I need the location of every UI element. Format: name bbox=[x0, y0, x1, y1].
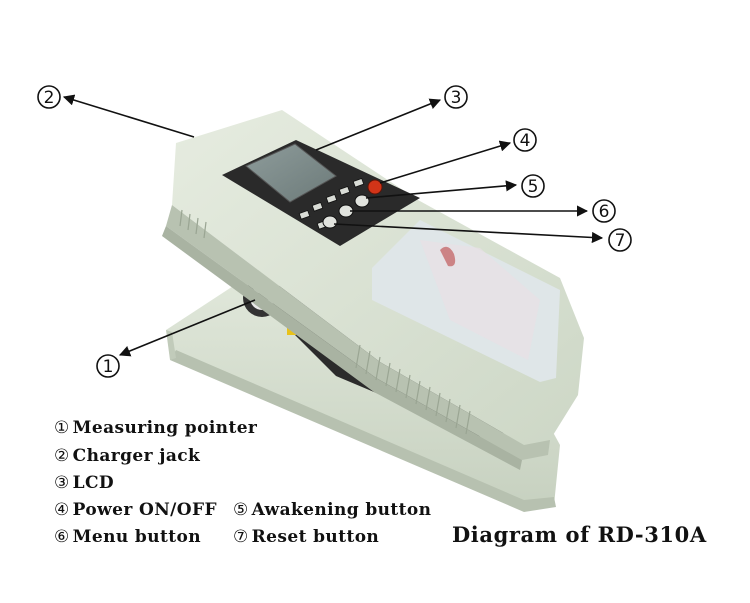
device-body bbox=[162, 110, 584, 470]
svg-text:4: 4 bbox=[520, 131, 531, 151]
svg-text:1: 1 bbox=[103, 357, 114, 377]
leader-line-5 bbox=[365, 180, 518, 199]
legend-label: LCD bbox=[72, 473, 115, 493]
grip-ridges bbox=[179, 209, 471, 435]
legend-label: Charger jack bbox=[72, 446, 201, 466]
legend-number: ⑤ bbox=[233, 500, 249, 520]
leader-line-2 bbox=[62, 94, 195, 138]
legend-number: ④ bbox=[54, 500, 70, 520]
sample-mark bbox=[440, 246, 456, 267]
svg-text:3: 3 bbox=[451, 88, 462, 108]
svg-text:6: 6 bbox=[599, 202, 610, 222]
leader-line-4 bbox=[379, 140, 512, 184]
lcd-screen bbox=[245, 143, 337, 203]
legend-number: ⑥ bbox=[54, 527, 70, 547]
svg-text:2: 2 bbox=[44, 88, 55, 108]
power-button[interactable] bbox=[367, 179, 383, 195]
callout-2: 2 bbox=[37, 85, 61, 109]
awakening-button[interactable] bbox=[354, 194, 370, 208]
callout-7: 7 bbox=[608, 228, 632, 252]
sample-reflection bbox=[420, 240, 540, 360]
legend-label: Power ON/OFF bbox=[72, 500, 217, 520]
legend-label: Measuring pointer bbox=[72, 418, 258, 438]
legend-number: ⑦ bbox=[233, 527, 249, 547]
callout-5: 5 bbox=[521, 174, 545, 198]
legend-number: ③ bbox=[54, 473, 70, 493]
diagram-title: Diagram of RD-310A bbox=[452, 522, 707, 547]
callout-1: 1 bbox=[96, 354, 120, 378]
legend-number: ② bbox=[54, 446, 70, 466]
legend-label: Reset button bbox=[251, 527, 380, 547]
callout-3: 3 bbox=[444, 85, 468, 109]
legend-label: Menu button bbox=[72, 527, 201, 547]
leader-line-3 bbox=[315, 98, 442, 151]
svg-text:7: 7 bbox=[615, 231, 626, 251]
legend-label: Awakening button bbox=[251, 500, 432, 520]
leader-lines bbox=[62, 94, 604, 357]
svg-text:5: 5 bbox=[528, 177, 539, 197]
legend-number: ① bbox=[54, 418, 70, 438]
leader-line-7 bbox=[333, 223, 604, 244]
callout-6: 6 bbox=[592, 199, 616, 223]
reset-button[interactable] bbox=[322, 215, 338, 229]
callout-4: 4 bbox=[513, 128, 537, 152]
leader-line-1 bbox=[118, 299, 256, 357]
